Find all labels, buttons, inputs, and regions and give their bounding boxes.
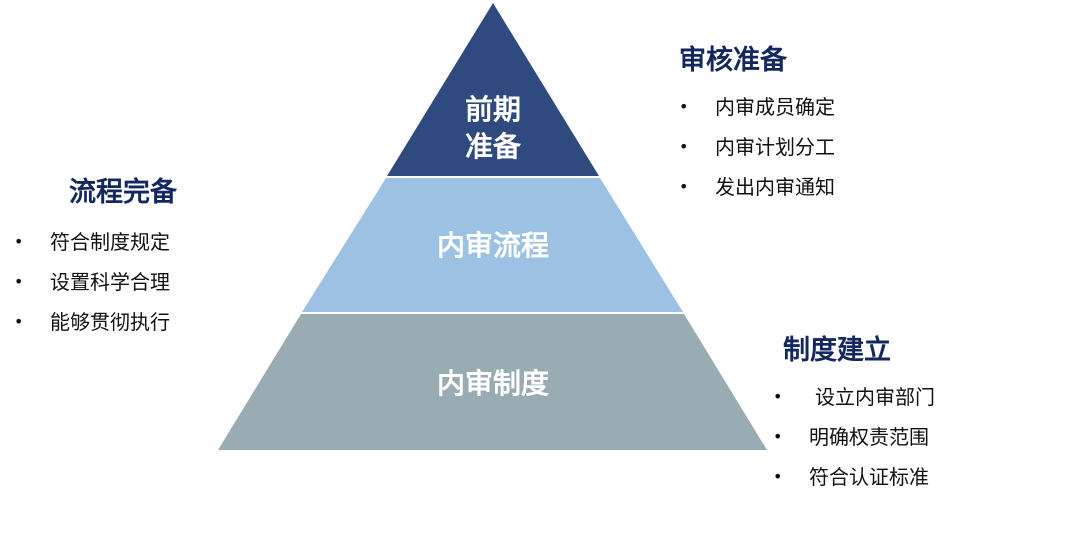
- panel-bottom-right-list: • 设立内审部门 • 明确权责范围 • 符合认证标准: [773, 377, 935, 497]
- bullet-icon: •: [773, 427, 783, 446]
- bullet-icon: •: [14, 312, 24, 331]
- bullet-icon: •: [773, 467, 783, 486]
- panel-left-title: 流程完备: [69, 177, 177, 208]
- panel-top-right-list: • 内审成员确定 • 内审计划分工 • 发出内审通知: [679, 87, 835, 207]
- list-item-text: 能够贯彻执行: [50, 310, 170, 334]
- bullet-icon: •: [14, 232, 24, 251]
- list-item-text: 内审成员确定: [715, 95, 835, 119]
- bullet-icon: •: [679, 137, 689, 156]
- list-item-text: 符合制度规定: [50, 230, 170, 254]
- list-item-text: 内审计划分工: [715, 135, 835, 159]
- pyramid-tier-middle: [302, 178, 683, 312]
- list-item-text: 发出内审通知: [715, 175, 835, 199]
- panel-bottom-right-title: 制度建立: [783, 335, 891, 366]
- list-item: • 发出内审通知: [679, 167, 835, 207]
- bullet-icon: •: [773, 387, 783, 406]
- panel-top-right-title: 审核准备: [679, 45, 787, 76]
- list-item: • 设立内审部门: [773, 377, 935, 417]
- list-item: • 符合制度规定: [14, 222, 177, 262]
- list-item: • 符合认证标准: [773, 457, 929, 497]
- bullet-icon: •: [679, 97, 689, 116]
- pyramid-tier-middle-label: 内审流程: [437, 229, 549, 262]
- list-item: • 内审成员确定: [679, 87, 835, 127]
- panel-bottom-right: 制度建立 • 设立内审部门 • 明确权责范围 • 符合认证标准: [773, 334, 935, 497]
- pyramid-tier-top: [387, 3, 599, 176]
- bullet-icon: •: [14, 272, 24, 291]
- pyramid-tier-top-label-line1: 前期: [465, 93, 521, 126]
- list-item-text: 明确权责范围: [809, 425, 929, 449]
- list-item: • 内审计划分工: [679, 127, 835, 167]
- list-item: • 设置科学合理: [14, 262, 177, 302]
- panel-top-right: 审核准备 • 内审成员确定 • 内审计划分工 • 发出内审通知: [679, 44, 835, 207]
- bullet-icon: •: [679, 177, 689, 196]
- pyramid-tier-bottom: [218, 314, 767, 450]
- panel-left: 流程完备 • 符合制度规定 • 设置科学合理 • 能够贯彻执行: [14, 176, 177, 342]
- pyramid-tier-bottom-label: 内审制度: [437, 367, 549, 400]
- list-item: • 能够贯彻执行: [14, 302, 177, 342]
- pyramid-tier-top-label-line2: 准备: [465, 130, 522, 163]
- panel-left-list: • 符合制度规定 • 设置科学合理 • 能够贯彻执行: [14, 222, 177, 342]
- list-item-text: 设立内审部门: [815, 385, 935, 409]
- list-item: • 明确权责范围: [773, 417, 929, 457]
- list-item-text: 设置科学合理: [50, 270, 170, 294]
- list-item-text: 符合认证标准: [809, 465, 929, 489]
